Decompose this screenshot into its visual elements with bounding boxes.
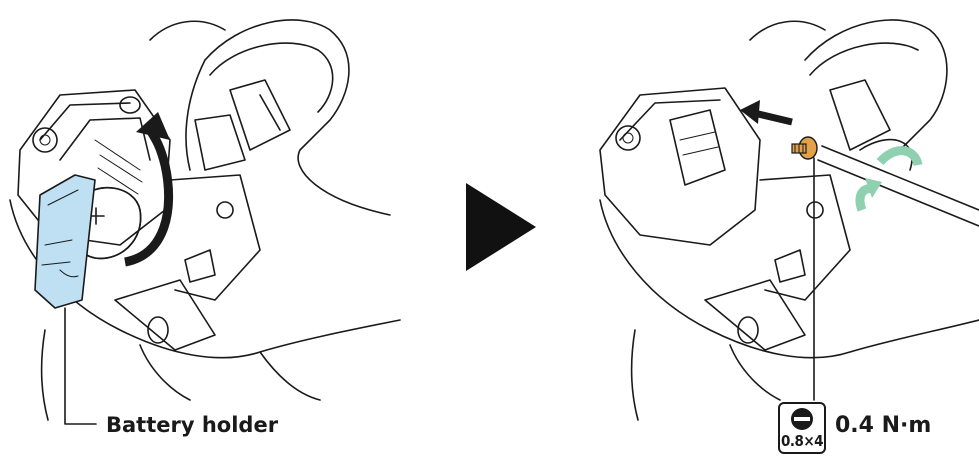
step-remove-battery-holder: Battery holder [0, 0, 420, 460]
bracket-body-drawing-left [0, 0, 420, 460]
bracket-body-drawing-right [560, 0, 979, 460]
torque-value: 0.4 N·m [835, 413, 931, 438]
step-arrow-icon [466, 183, 536, 271]
flat-screwdriver-icon: 0.8×4 [778, 402, 826, 454]
bit-size-label: 0.8×4 [780, 432, 824, 450]
step-tighten-screw [560, 0, 979, 460]
battery-holder-callout: Battery holder [106, 413, 278, 437]
